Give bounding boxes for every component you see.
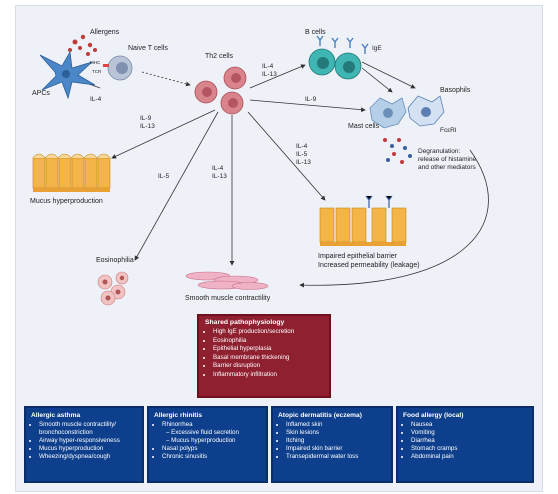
label-mucus: Mucus hyperproduction <box>30 198 103 205</box>
eosinophils <box>97 271 129 306</box>
disease-item: Mucus hyperproduction <box>39 445 137 453</box>
shared-item: Barrier disruption <box>213 362 323 371</box>
disease-item: Rhinorrhea <box>162 421 261 429</box>
b-cells <box>308 35 369 80</box>
label-il13-epi: IL-13 <box>296 159 311 166</box>
disease-item: Stomach cramps <box>411 445 527 453</box>
arrow-degranulation-to-smooth <box>299 149 489 288</box>
label-th2: Th2 cells <box>205 53 234 60</box>
label-degranulation-3: and other mediators <box>418 164 477 171</box>
label-eosinophilia: Eosinophilia <box>96 257 134 264</box>
apc-cell <box>39 50 96 100</box>
label-il4-center: IL-4 <box>212 165 224 172</box>
disease-item: Diarrhea <box>411 437 527 445</box>
disease-item: Transepidermal water loss <box>286 453 386 461</box>
disease-title: Allergic rhinitis <box>154 412 202 419</box>
label-basophils: Basophils <box>440 87 471 94</box>
label-mast-cells: Mast cells <box>348 123 380 130</box>
shared-title: Shared pathophysiology <box>205 319 285 326</box>
disease-box-asthma: Allergic asthma Smooth muscle contractil… <box>24 406 144 483</box>
disease-item: Vomiting <box>411 429 527 437</box>
arrow-th2-to-mucus <box>111 109 216 159</box>
label-ige: IgE <box>372 45 382 52</box>
label-il4-b: IL-4 <box>262 63 274 70</box>
smooth-muscle <box>185 271 269 290</box>
label-il5-epi: IL-5 <box>296 151 308 158</box>
shared-pathophysiology-box: Shared pathophysiology High IgE producti… <box>197 314 331 398</box>
shared-item: Eosinophilia <box>213 337 323 346</box>
disease-title: Allergic asthma <box>31 412 81 419</box>
label-epithelial-1: Impaired epithelial barrier <box>318 253 398 260</box>
label-il9-mast: IL-9 <box>305 96 317 103</box>
disease-title: Atopic dermatitis (eczema) <box>278 412 362 419</box>
disease-box-dermatitis: Atopic dermatitis (eczema) Inflamed skin… <box>271 406 393 483</box>
arrow-ige-to-mast <box>361 67 393 93</box>
th2-cells <box>194 66 247 115</box>
label-naive-t: Naive T cells <box>128 45 168 52</box>
disease-item: Nasal polyps <box>162 445 261 453</box>
basophils <box>407 95 445 127</box>
disease-box-rhinitis: Allergic rhinitis Rhinorrhea – Excessive… <box>147 406 268 483</box>
label-epithelial-2: Increased permeability (leakage) <box>318 262 420 269</box>
label-mhc: MHC <box>90 60 101 65</box>
arrow-th2-to-epithelium <box>247 111 326 201</box>
label-degranulation-1: Degranulation: <box>418 148 460 155</box>
disease-item: Impaired skin barrier <box>286 445 386 453</box>
label-fceri: FcεRI <box>440 127 457 134</box>
impaired-epithelium <box>319 195 407 246</box>
disease-item: Inflamed skin <box>286 421 386 429</box>
label-il13-center: IL-13 <box>212 173 227 180</box>
label-b-cells: B cells <box>305 29 326 36</box>
disease-subitem: – Excessive fluid secretion <box>166 429 239 436</box>
arrow-th2-to-eosinophil <box>134 111 219 261</box>
pathway-arrows <box>77 61 489 288</box>
label-allergens: Allergens <box>90 29 120 36</box>
disease-box-food-allergy: Food allergy (local) Nausea Vomiting Dia… <box>396 406 534 483</box>
label-il5: IL-5 <box>158 173 170 180</box>
label-degranulation-2: release of histamine <box>418 156 477 163</box>
label-il13-mucus: IL-13 <box>140 123 155 130</box>
mucus-epithelium <box>32 153 111 192</box>
disease-item: Itching <box>286 437 386 445</box>
label-tcr: TCR <box>92 69 102 74</box>
shared-item: Epithelial hyperplasia <box>213 345 323 354</box>
arrow-ige-to-basophil <box>361 61 416 89</box>
label-il13-b: IL-13 <box>262 71 277 78</box>
disease-item: Wheezing/dyspnea/cough <box>39 453 137 461</box>
label-smooth: Smooth muscle contractility <box>185 295 271 302</box>
degranulation-dots <box>383 138 412 164</box>
arrow-naive-to-th2 <box>141 71 191 87</box>
naive-t-cell <box>103 55 133 81</box>
disease-item: Airway hyper-responsiveness <box>39 437 137 445</box>
mast-cells <box>369 97 407 129</box>
label-il9-mucus: IL-9 <box>140 115 152 122</box>
disease-item: Chronic sinusitis <box>162 453 261 461</box>
disease-item: Abdominal pain <box>411 453 527 461</box>
disease-item: Skin lesions <box>286 429 386 437</box>
disease-item: Smooth muscle contractility/ bronchocons… <box>39 421 137 437</box>
shared-item: High IgE production/secretion <box>213 328 323 337</box>
arrow-th2-to-mast <box>249 99 366 113</box>
disease-item: Nausea <box>411 421 527 429</box>
label-apcs: APCs <box>32 90 50 97</box>
disease-title: Food allergy (local) <box>403 412 464 419</box>
label-il4-apc: IL-4 <box>90 96 102 103</box>
label-il4-epi: IL-4 <box>296 143 308 150</box>
allergen-dots <box>68 34 97 56</box>
shared-item: Inflammatory infiltration <box>213 371 323 380</box>
shared-item: Basal membrane thickening <box>213 354 323 363</box>
arrow-th2-to-bcell <box>249 64 306 89</box>
disease-subitem: – Mucus hyperproduction <box>166 437 236 444</box>
